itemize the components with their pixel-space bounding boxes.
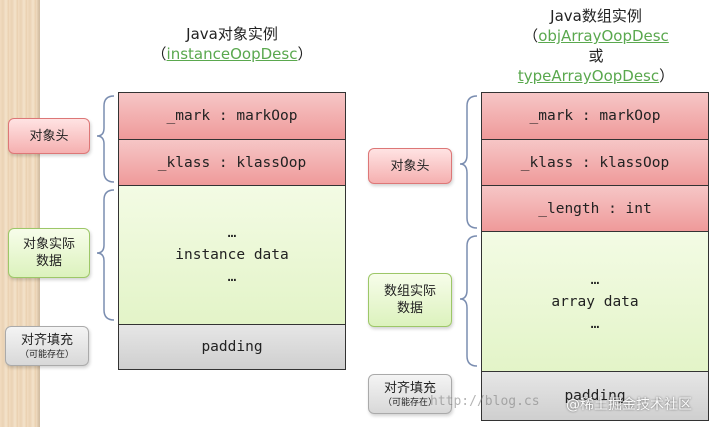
left-title-block: Java对象实例 （instanceOopDesc）: [118, 24, 346, 64]
right-data-ellipsis-bottom: …: [590, 315, 600, 332]
right-klass-text: _klass : klassOop: [520, 154, 670, 171]
right-data-label-line2: 数据: [396, 301, 423, 316]
left-subtitle: （instanceOopDesc）: [118, 44, 346, 64]
right-object-header-label: 对象头: [368, 148, 452, 184]
right-array-data-label: 数组实际 数据: [368, 273, 452, 327]
right-close-paren: ）: [659, 67, 675, 85]
right-padding-label: 对齐填充 （可能存在）: [368, 374, 452, 414]
juejin-brand-watermark: @稀土掘金技术社区: [566, 397, 692, 413]
right-header-bracket: [459, 95, 478, 229]
right-mark-text: _mark : markOop: [529, 108, 661, 124]
right-subtitle-line3: typeArrayOopDesc）: [478, 66, 714, 86]
right-padding-label-note: （可能存在）: [382, 397, 437, 408]
right-padding-label-text: 对齐填充: [383, 380, 436, 396]
left-data-ellipsis-top: …: [227, 225, 237, 241]
left-padding-label-text: 对齐填充: [20, 332, 73, 348]
right-open-paren: （: [523, 27, 539, 45]
obj-array-oop-desc-link[interactable]: objArrayOopDesc: [538, 27, 669, 45]
left-mark-field: _mark : markOop: [118, 92, 346, 140]
right-header-label-text: 对象头: [390, 158, 430, 174]
left-title: Java对象实例: [186, 25, 278, 43]
left-padding-field: padding: [118, 324, 346, 370]
right-subtitle-or: 或: [588, 47, 604, 65]
right-padding-text: padding: [564, 388, 626, 404]
right-mark-field: _mark : markOop: [481, 92, 709, 140]
left-mark-text: _mark : markOop: [166, 108, 298, 124]
left-data-ellipsis-bottom: …: [227, 269, 237, 285]
right-data-label-line1: 数组实际: [383, 284, 436, 299]
left-data-label-line1: 对象实际: [22, 237, 75, 252]
right-length-field: _length : int: [481, 185, 709, 232]
right-padding-field: padding: [481, 371, 709, 421]
right-length-text: _length : int: [538, 200, 652, 217]
right-array-data: … array data …: [481, 231, 709, 372]
left-klass-field: _klass : klassOop: [118, 139, 346, 186]
right-title: Java数组实例: [550, 7, 642, 25]
left-padding-label-note: （可能存在）: [19, 349, 74, 360]
right-subtitle-line1: （objArrayOopDesc: [478, 26, 714, 46]
left-object-header-label: 对象头: [8, 118, 90, 154]
right-data-ellipsis-top: …: [590, 271, 600, 288]
right-data-bracket: [459, 235, 478, 367]
blog-url-watermark: http://blog.cs: [430, 394, 540, 409]
left-open-paren: （: [151, 45, 167, 63]
right-klass-field: _klass : klassOop: [481, 139, 709, 186]
right-title-block: Java数组实例 （objArrayOopDesc 或 typeArrayOop…: [478, 6, 714, 86]
left-instance-data-label: 对象实际 数据: [8, 228, 90, 278]
left-padding-text: padding: [201, 339, 263, 355]
right-array-data-text: array data: [551, 293, 639, 310]
left-instance-data-text: instance data: [175, 247, 289, 263]
left-padding-label: 对齐填充 （可能存在）: [5, 326, 89, 366]
left-data-bracket: [96, 189, 115, 321]
left-close-paren: ）: [297, 45, 313, 63]
left-data-label-line2: 数据: [35, 254, 62, 269]
left-header-bracket: [96, 95, 115, 183]
instance-oop-desc-link[interactable]: instanceOopDesc: [166, 45, 298, 63]
type-array-oop-desc-link[interactable]: typeArrayOopDesc: [517, 67, 660, 85]
left-instance-data: … instance data …: [118, 185, 346, 325]
left-klass-text: _klass : klassOop: [157, 154, 307, 171]
left-header-label-text: 对象头: [29, 128, 69, 144]
